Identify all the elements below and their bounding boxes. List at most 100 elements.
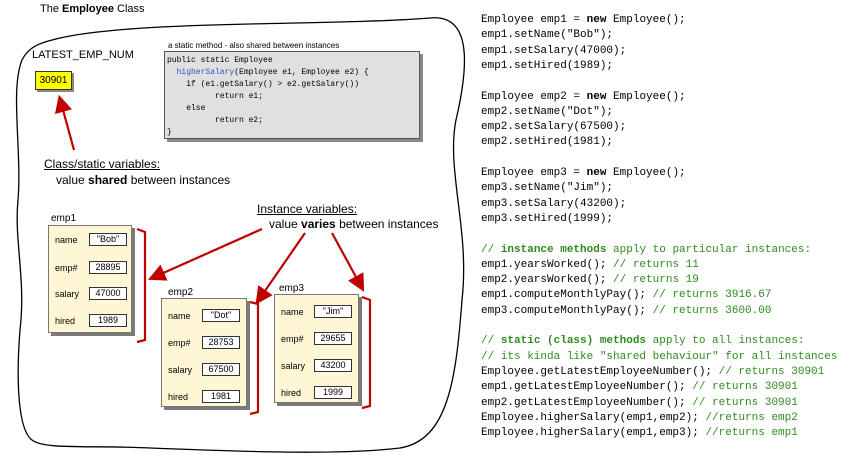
code-line: emp1.yearsWorked(); // returns 11 (481, 259, 699, 271)
static-method-caption: a static method - also shared between in… (168, 41, 340, 50)
code-text: Employee.higherSalary(emp1,emp3); (481, 427, 706, 440)
code-text: emp2.setName("Dot"); (481, 105, 614, 118)
class-vars-desc-pre: value (56, 173, 89, 187)
code-text: Employee.higherSalary(emp1,emp2); (481, 411, 706, 424)
code-text: emp1.setHired(1989); (481, 59, 614, 72)
emp1-object: name "Bob" emp# 28895 salary 47000 hired… (48, 225, 132, 333)
code-comment: // returns 30901 (692, 396, 798, 409)
code-comment: static (class) methods (500, 335, 647, 348)
emp3-object: name "Jim" emp# 29655 salary 43200 hired… (274, 294, 359, 403)
instance-vars-desc: value varies between instances (269, 217, 438, 231)
class-vars-desc-bold: shared (88, 173, 128, 187)
bracket-emp3 (361, 295, 372, 410)
emp3-field-hired-value: 1999 (314, 386, 352, 399)
code-line: Employee emp2 = new Employee(); (481, 91, 686, 103)
emp3-field-empnum-label: emp# (281, 334, 304, 344)
emp1-field-salary-value: 47000 (89, 287, 127, 300)
code-line: Employee emp3 = new Employee(); (481, 167, 686, 179)
code-line: // static (class) methods apply to all i… (481, 335, 804, 347)
emp2-field-empnum-value: 28753 (202, 336, 240, 349)
code-keyword: new (586, 90, 607, 103)
emp2-field-empnum-label: emp# (168, 338, 191, 348)
instance-var-arrow-emp3 (331, 232, 365, 292)
emp1-field-empnum-value: 28895 (89, 261, 127, 274)
code-comment: // its kinda like "shared behaviour" for… (481, 350, 838, 363)
code-line: emp3.computeMonthlyPay(); // returns 360… (481, 305, 771, 317)
instance-var-arrow-emp2 (255, 232, 306, 305)
method-line-1: public static Employee (167, 56, 273, 65)
instance-vars-desc-bold: varies (301, 217, 336, 231)
code-comment: // returns 30901 (692, 381, 798, 394)
method-line-3: if (e1.getSalary() > e2.getSalary()) (167, 80, 360, 89)
code-comment: // returns 3916.67 (652, 289, 772, 302)
method-line-4: return e1; (167, 92, 264, 101)
code-text: emp3.computeMonthlyPay(); (481, 304, 653, 317)
emp3-field-salary-value: 43200 (314, 359, 352, 372)
code-line: emp3.setHired(1999); (481, 213, 613, 225)
emp3-field-empnum-value: 29655 (314, 332, 352, 345)
code-comment: // returns 19 (613, 274, 699, 287)
class-vars-desc: value shared between instances (56, 173, 230, 187)
code-text: emp2.getLatestEmployeeNumber(); (481, 396, 693, 409)
code-line: emp2.yearsWorked(); // returns 19 (481, 274, 699, 286)
method-line-2: higherSalary(Employee e1, Employee e2) { (167, 68, 369, 77)
code-text: Employee(); (606, 14, 686, 26)
code-line: emp1.setName("Bob"); (481, 29, 613, 41)
code-text: emp1.yearsWorked(); (481, 258, 614, 271)
instance-var-arrow-emp1 (147, 227, 263, 281)
title-class-name: Employee (62, 3, 114, 15)
static-var-value-box: 30901 (35, 71, 72, 90)
code-line: emp2.setHired(1981); (481, 136, 613, 148)
emp1-field-name-value: "Bob" (89, 233, 127, 246)
emp2-object: name "Dot" emp# 28753 salary 67500 hired… (161, 298, 247, 407)
code-text: Employee emp2 = (481, 90, 587, 103)
bracket-emp1 (136, 227, 147, 344)
code-line: emp2.getLatestEmployeeNumber(); // retur… (481, 397, 798, 409)
code-comment: apply to particular instances: (606, 243, 812, 256)
code-line: emp1.setSalary(47000); (481, 45, 626, 57)
code-text: emp2.setSalary(67500); (481, 121, 627, 134)
title-prefix: The (40, 3, 63, 15)
emp3-field-salary-label: salary (281, 361, 306, 371)
emp2-field-salary-value: 67500 (202, 363, 240, 376)
code-comment: //returns emp1 (705, 427, 798, 440)
emp2-field-name-value: "Dot" (202, 309, 240, 322)
code-text: emp1.computeMonthlyPay(); (481, 289, 653, 302)
method-params: (Employee e1, Employee e2) { (234, 68, 369, 77)
emp1-field-name-label: name (55, 235, 78, 245)
code-text: Employee emp1 = (481, 14, 587, 26)
class-boundary-outline (15, 17, 466, 453)
emp3-label: emp3 (279, 283, 305, 294)
code-keyword: new (586, 14, 607, 26)
class-vars-heading: Class/static variables: (44, 157, 161, 171)
code-comment: apply to all instances: (646, 335, 805, 348)
code-text: emp2.setHired(1981); (481, 136, 614, 149)
diagram-title: The Employee Class (40, 3, 145, 15)
instance-vars-heading: Instance variables: (257, 202, 358, 216)
code-text: emp1.getLatestEmployeeNumber(); (481, 381, 693, 394)
code-comment: // returns 11 (613, 258, 699, 271)
code-line: // instance methods apply to particular … (481, 244, 811, 256)
code-comment: instance methods (500, 243, 607, 256)
emp1-label: emp1 (51, 213, 77, 224)
instance-vars-desc-pre: value (269, 217, 302, 231)
class-var-arrow (55, 94, 76, 151)
emp3-field-hired-label: hired (281, 388, 302, 398)
code-text: Employee.getLatestEmployeeNumber(); (481, 365, 719, 378)
code-text: emp3.setHired(1999); (481, 212, 614, 225)
code-text: emp3.setSalary(43200); (481, 197, 627, 210)
bracket-emp2 (249, 300, 260, 416)
code-text: Employee(); (606, 90, 686, 103)
title-suffix: Class (113, 3, 145, 15)
class-vars-desc-post: between instances (127, 173, 231, 187)
code-text: emp2.yearsWorked(); (481, 274, 614, 287)
code-comment: //returns emp2 (705, 411, 798, 424)
code-line: emp2.setName("Dot"); (481, 106, 613, 118)
code-keyword: new (586, 167, 607, 179)
code-line: emp3.setName("Jim"); (481, 182, 613, 194)
code-text: emp1.setName("Bob"); (481, 29, 614, 42)
emp1-field-salary-label: salary (55, 289, 80, 299)
code-line: Employee emp1 = new Employee(); (481, 14, 686, 26)
emp2-field-salary-label: salary (168, 365, 193, 375)
